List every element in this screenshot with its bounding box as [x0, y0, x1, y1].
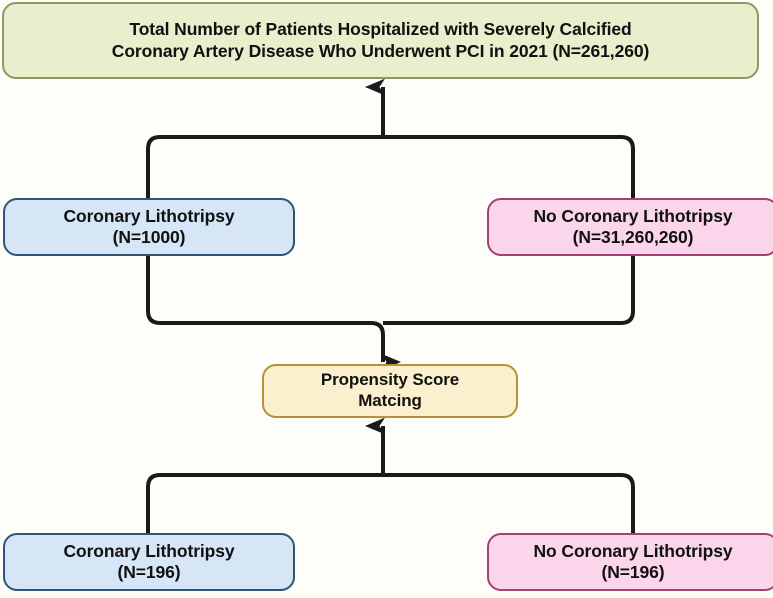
node-lithotripsy-post-match: Coronary Lithotripsy (N=196) — [3, 533, 295, 591]
connector-no-lithotripsy-pre-to-psm — [383, 256, 635, 325]
node-total-cohort: Total Number of Patients Hospitalized wi… — [2, 2, 759, 79]
connector-psm-to-no-lithotripsy-post — [383, 473, 635, 533]
node-lithotripsy-post-match-label: Coronary Lithotripsy (N=196) — [63, 540, 235, 582]
node-no-lithotripsy-pre-match-label: No Coronary Lithotripsy (N=31,260,260) — [533, 205, 733, 247]
connector-psm-to-lithotripsy-post — [146, 417, 385, 533]
node-no-lithotripsy-pre-match: No Coronary Lithotripsy (N=31,260,260) — [487, 198, 773, 256]
connector-total-to-lithotripsy-pre — [146, 78, 385, 198]
node-propensity-score-matching: Propensity Score Matcing — [262, 364, 518, 418]
node-no-lithotripsy-post-match: No Coronary Lithotripsy (N=196) — [487, 533, 773, 591]
node-no-lithotripsy-post-match-label: No Coronary Lithotripsy (N=196) — [533, 540, 733, 582]
node-total-cohort-label: Total Number of Patients Hospitalized wi… — [111, 19, 650, 61]
connector-total-to-no-lithotripsy-pre — [383, 135, 635, 198]
node-propensity-score-matching-label: Propensity Score Matcing — [320, 370, 460, 410]
node-lithotripsy-pre-match: Coronary Lithotripsy (N=1000) — [3, 198, 295, 256]
connector-lithotripsy-pre-to-psm — [146, 256, 401, 371]
node-lithotripsy-pre-match-label: Coronary Lithotripsy (N=1000) — [63, 205, 235, 247]
